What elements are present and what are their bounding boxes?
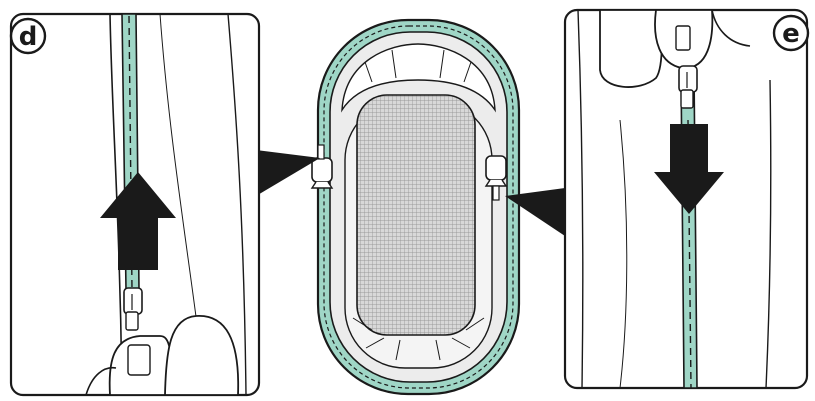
arrow-up-icon: [100, 172, 176, 270]
fabric-fold-lines: [765, 79, 772, 388]
step-e-badge: [772, 14, 810, 52]
callout-pointer-left: [256, 150, 320, 196]
bassinet-mesh-panel: [356, 94, 476, 336]
bassinet-hood: [341, 43, 496, 113]
step-e-label: e: [782, 19, 800, 49]
step-e-panel: e: [563, 8, 810, 390]
fabric-fold-lines: [619, 119, 628, 388]
bassinet-stitch-line: [323, 25, 514, 389]
frame-hardware: [127, 344, 151, 376]
arrow-down-icon: [654, 124, 724, 214]
frame-hardware: [675, 25, 691, 51]
floor-pleats: [352, 317, 485, 361]
hood-pleats: [364, 49, 472, 83]
zipper-pull-icon: [123, 287, 143, 331]
callout-pointer-right: [505, 188, 565, 236]
zipper-pull-icon: [310, 144, 334, 189]
step-d-panel: d: [9, 12, 261, 397]
fabric-fold-lines: [227, 14, 247, 395]
zipper-pull-icon: [678, 65, 698, 109]
zipper-teeth: [687, 119, 692, 388]
step-d-badge: [9, 17, 47, 55]
fabric-fold-lines: [109, 14, 123, 395]
frame-hardware: [711, 10, 751, 47]
frame-hardware: [164, 315, 240, 395]
zipper-pull-icon: [484, 155, 508, 201]
bassinet-top-view: [310, 18, 521, 396]
frame-hardware: [599, 10, 663, 88]
step-d-label: d: [19, 22, 38, 52]
fabric-fold-lines: [577, 10, 584, 388]
frame-hardware: [85, 366, 117, 395]
